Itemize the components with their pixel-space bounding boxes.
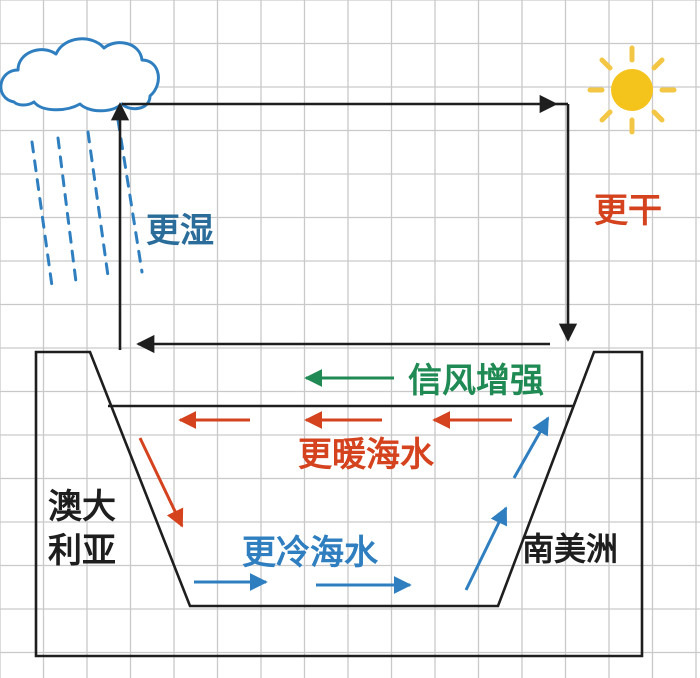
cold-arrow-up-1: [464, 506, 508, 591]
trade-winds-label: 信风增强: [408, 361, 544, 401]
warmer-water-label: 更暖海水: [298, 435, 435, 475]
cold-water-arrows: [194, 416, 550, 594]
warm-arrow-down: [138, 437, 184, 528]
south-america-label: 南美洲: [522, 530, 618, 568]
colder-water-label: 更冷海水: [242, 533, 379, 573]
ocean-basin: [34, 350, 644, 658]
drier-label: 更干: [594, 191, 662, 231]
cold-arrow-up-2: [512, 416, 550, 479]
cloud-icon: [0, 37, 160, 113]
warm-water-arrows: [138, 411, 512, 528]
sun-icon: [587, 45, 677, 135]
australia-label-line1: 澳大: [48, 487, 116, 527]
wetter-label: 更湿: [146, 211, 214, 251]
australia-label-line2: 利亚: [48, 531, 116, 571]
circulation-loop: [110, 94, 578, 354]
outer-box: [34, 350, 644, 658]
rain-icon: [30, 118, 144, 288]
